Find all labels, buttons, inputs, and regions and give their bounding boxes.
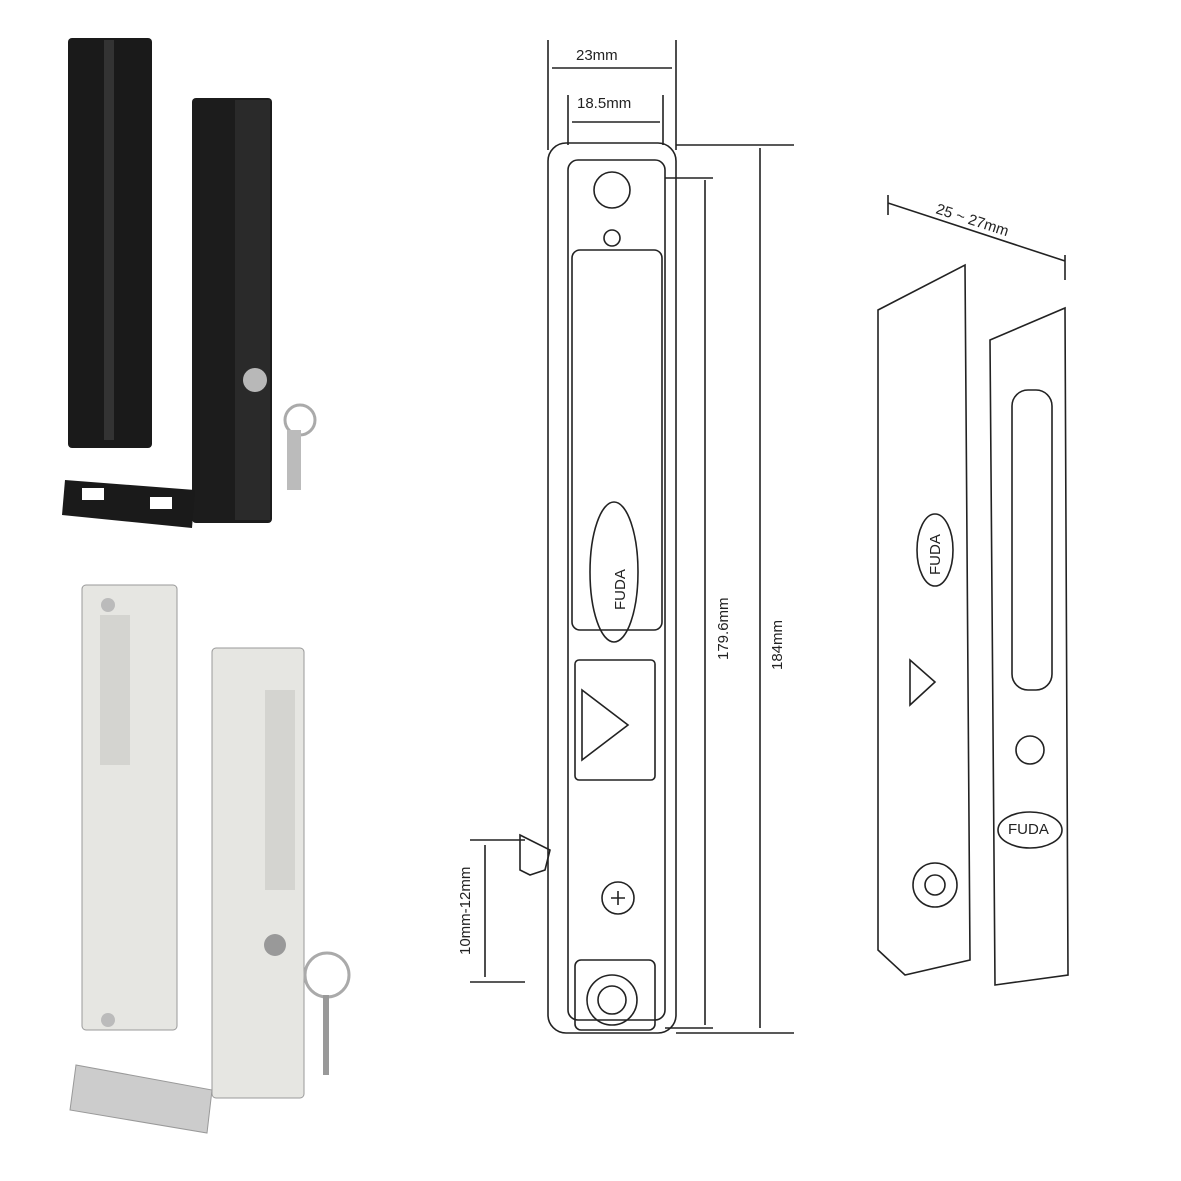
black-handle-photo [62,38,317,528]
brand-label-side: FUDA [1008,821,1049,838]
white-handle-photo [69,584,351,1134]
dim-18-5mm: 18.5mm [577,95,631,112]
dim-184mm: 184mm [769,620,786,670]
dim-179-6mm: 179.6mm [715,597,732,660]
dim-23mm: 23mm [576,47,618,64]
dim-25-27mm: 25 ~ 27mm [934,201,1011,240]
perspective-view-drawing: 25 ~ 27mm FUDA FUDA [877,195,1069,986]
front-view-drawing: 23mm 18.5mm 179.6mm 184mm 10mm-12mm FUDA [457,40,794,1034]
brand-label-perspective: FUDA [927,534,944,575]
dim-10-12mm: 10mm-12mm [457,867,474,955]
brand-label-front: FUDA [612,569,629,610]
